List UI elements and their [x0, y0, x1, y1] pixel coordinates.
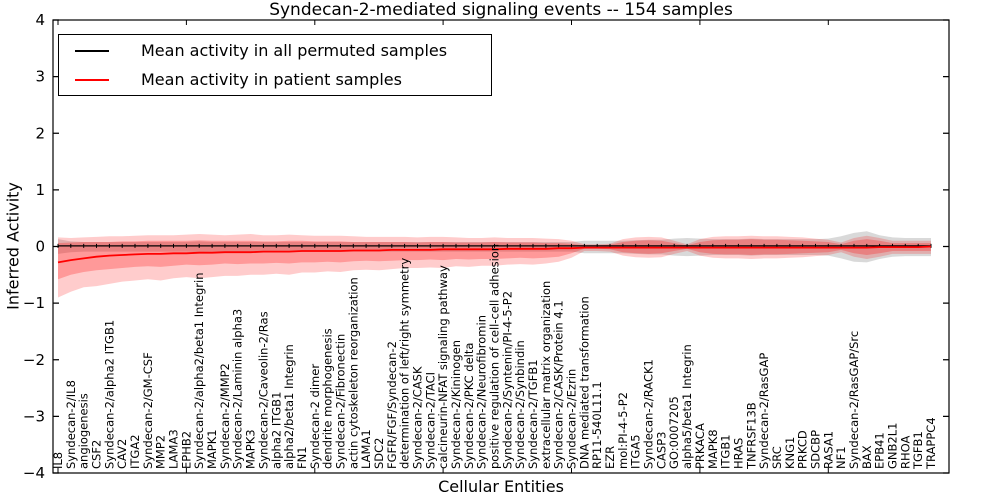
x-category-label: Syndecan-2/CASK/Protein 4.1 [552, 300, 566, 469]
y-tick-label: 2 [35, 124, 45, 142]
x-category-label: angiogenesis [77, 393, 91, 469]
x-category-label: dendrite morphogenesis [321, 328, 335, 469]
x-category-label: IL8 [51, 452, 65, 469]
patient-inner-band [58, 239, 931, 280]
x-category-label: ITGB1 [719, 434, 733, 469]
x-category-label: GO:0007205 [667, 396, 681, 469]
y-tick-label: −2 [23, 351, 45, 369]
x-category-label: MAPK1 [205, 429, 219, 469]
y-tick-label: −3 [23, 407, 45, 425]
x-category-label: actin cytoskeleton reorganization [346, 277, 360, 469]
x-category-label: SDC2 [372, 437, 386, 469]
y-tick-label: −1 [23, 294, 45, 312]
x-category-label: Syndecan-2/TGFB1 [526, 359, 540, 469]
x-category-label: Syndecan-2/Synbindin [513, 340, 527, 469]
x-category-label: KNG1 [783, 437, 797, 469]
x-category-label: extracellular matrix organization [539, 281, 553, 469]
x-category-label: FN1 [295, 446, 309, 469]
x-category-label: SRC [770, 446, 784, 469]
patient-outer-band [58, 234, 931, 298]
patient-mean-line [57, 245, 932, 264]
x-category-label: Syndecan-2/Fibronectin [333, 334, 347, 469]
y-tick-label: 1 [35, 181, 45, 199]
x-category-label: TNFRSF13B [744, 402, 758, 470]
x-category-label: DNA mediated transformation [577, 296, 591, 469]
x-category-label: Syndecan-2/MMP2 [218, 363, 232, 469]
x-category-label: RHOA [898, 436, 912, 469]
x-category-label: mol:PI-4-5-P2 [616, 392, 630, 469]
x-category-label: SDCBP [809, 430, 823, 469]
permuted-line-swatch [75, 49, 109, 52]
x-category-label: Syndecan-2 dimer [308, 364, 322, 469]
x-category-label: Syndecan-2/alpha2 ITGB1 [102, 320, 116, 469]
x-category-label: alpha2/beta1 Integrin [282, 344, 296, 469]
x-category-label: LAMA1 [359, 429, 373, 469]
y-tick-label: −4 [23, 464, 45, 482]
legend-label-patient: Mean activity in patient samples [141, 70, 402, 89]
x-category-label: BAX [860, 445, 874, 469]
x-category-label: CASP3 [654, 432, 668, 469]
x-category-label: TGFB1 [911, 431, 925, 470]
x-category-label: HRAS [731, 438, 745, 469]
x-axis-label: Cellular Entities [438, 477, 564, 496]
x-category-label: MAPK8 [706, 429, 720, 469]
x-category-label: ITGA2 [128, 434, 142, 469]
x-category-label: determination of left/right symmetry [398, 258, 412, 469]
x-category-label: Syndecan-2/Neurofibromin [475, 315, 489, 469]
x-category-label: alpha5/beta1 Integrin [680, 344, 694, 469]
x-category-label: Syndecan-2/IL8 [64, 380, 78, 469]
y-tick-label: 0 [35, 238, 45, 256]
legend-item-patient: Mean activity in patient samples [75, 67, 491, 92]
patient-line-swatch [75, 78, 109, 81]
x-category-label: PRKACA [693, 423, 707, 469]
x-category-label: PRKCD [796, 430, 810, 469]
x-category-label: ITGA5 [629, 434, 643, 469]
x-category-label: LAMA3 [167, 429, 181, 469]
x-category-label: RP11-540L11.1 [590, 381, 604, 469]
x-category-label: CAV2 [115, 439, 129, 469]
y-axis-label: Inferred Activity [3, 182, 23, 310]
x-category-label: Syndecan-2/Kininogen [449, 340, 463, 469]
legend-item-permuted: Mean activity in all permuted samples [75, 38, 491, 63]
x-category-label: Syndecan-2/Laminin alpha3 [231, 309, 245, 469]
x-category-label: Syndecan-2/alpha2/beta1 Integrin [192, 272, 206, 469]
x-category-label: EZR [603, 446, 617, 469]
x-category-label: GNB2L1 [886, 423, 900, 469]
y-tick-label: 4 [35, 11, 45, 29]
x-category-label: EPHB2 [179, 431, 193, 469]
legend-label-permuted: Mean activity in all permuted samples [141, 41, 448, 60]
x-category-label: Syndecan-2/RasGAP/Src [847, 331, 861, 469]
x-category-label: Syndecan-2/CASK [411, 366, 425, 469]
x-category-label: Syndecan-2/TACI [423, 372, 437, 469]
x-category-label: RASA1 [821, 431, 835, 469]
legend: Mean activity in all permuted samples Me… [58, 34, 492, 96]
y-tick-label: 3 [35, 68, 45, 86]
x-category-label: FGFR/FGF/Syndecan-2 [385, 341, 399, 469]
x-category-label: TRAPPC4 [924, 417, 938, 470]
x-category-label: Syndecan-2/Syntenin/PI-4-5-P2 [500, 291, 514, 469]
x-category-label: Syndecan-2/PKC delta [462, 343, 476, 469]
x-category-label: Syndecan-2/Ezrin [565, 369, 579, 469]
x-category-label: MMP2 [154, 435, 168, 469]
x-category-label: positive regulation of cell-cell adhesio… [488, 244, 502, 469]
x-category-label: CSF2 [90, 440, 104, 469]
x-category-label: NF1 [834, 446, 848, 469]
x-category-label: Syndecan-2/RACK1 [642, 359, 656, 469]
chart-title: Syndecan-2-mediated signaling events -- … [269, 0, 733, 20]
x-category-label: Syndecan-2/GM-CSF [141, 352, 155, 469]
x-category-label: MAPK3 [244, 429, 258, 469]
x-category-label: Syndecan-2/RasGAP [757, 353, 771, 469]
x-category-label: calcineurin-NFAT signaling pathway [436, 265, 450, 469]
x-category-label: EPB41 [873, 432, 887, 469]
x-category-label: alpha2 ITGB1 [269, 392, 283, 469]
x-category-label: Syndecan-2/Caveolin-2/Ras [256, 311, 270, 469]
